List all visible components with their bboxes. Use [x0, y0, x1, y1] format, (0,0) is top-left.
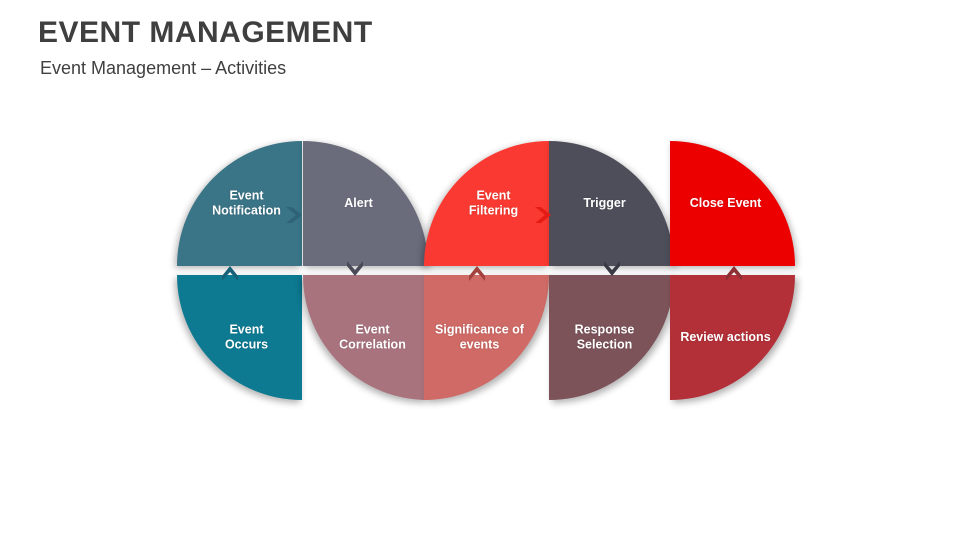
connector-arrow-up-1: [219, 261, 241, 283]
segment-significance-of-events[interactable]: Significance of events: [424, 275, 549, 400]
process-group-2: Alert Event Correlation: [303, 141, 428, 403]
segment-review-actions[interactable]: Review actions: [670, 275, 795, 400]
segment-event-occurs[interactable]: Event Occurs: [177, 275, 302, 400]
connector-arrow-down-2: [601, 259, 623, 281]
segment-label: Review actions: [680, 329, 771, 344]
segment-event-filtering[interactable]: Event Filtering: [424, 141, 549, 266]
page-subtitle: Event Management – Activities: [40, 58, 287, 78]
connector-arrow-up-2: [466, 261, 488, 283]
connector-arrow-up-3: [723, 261, 745, 283]
segment-event-notification[interactable]: Event Notification: [177, 141, 302, 266]
segment-label: Alert: [344, 195, 373, 210]
segment-response-selection[interactable]: Response Selection: [549, 275, 674, 400]
segment-alert[interactable]: Alert: [303, 141, 428, 266]
segment-label: Trigger: [583, 195, 626, 210]
segment-label: Significance of events: [435, 321, 524, 352]
page-title: EVENT MANAGEMENT: [38, 16, 373, 49]
segment-label: Event Filtering: [468, 187, 519, 218]
connector-arrow-down-1: [344, 259, 366, 281]
segment-label: Event Correlation: [339, 321, 406, 352]
segment-close-event[interactable]: Close Event: [670, 141, 795, 266]
segment-event-correlation[interactable]: Event Correlation: [303, 275, 428, 400]
segment-label: Close Event: [689, 195, 762, 210]
connector-arrow-right-2: [534, 204, 556, 226]
slide-header: EVENT MANAGEMENT Event Management – Acti…: [38, 16, 373, 79]
connector-arrow-right-1: [285, 204, 307, 226]
segment-label: Response Selection: [574, 321, 635, 352]
segment-trigger[interactable]: Trigger: [549, 141, 674, 266]
segment-label: Event Occurs: [224, 321, 269, 352]
process-group-1: Event Notification Event Occurs: [177, 141, 302, 403]
